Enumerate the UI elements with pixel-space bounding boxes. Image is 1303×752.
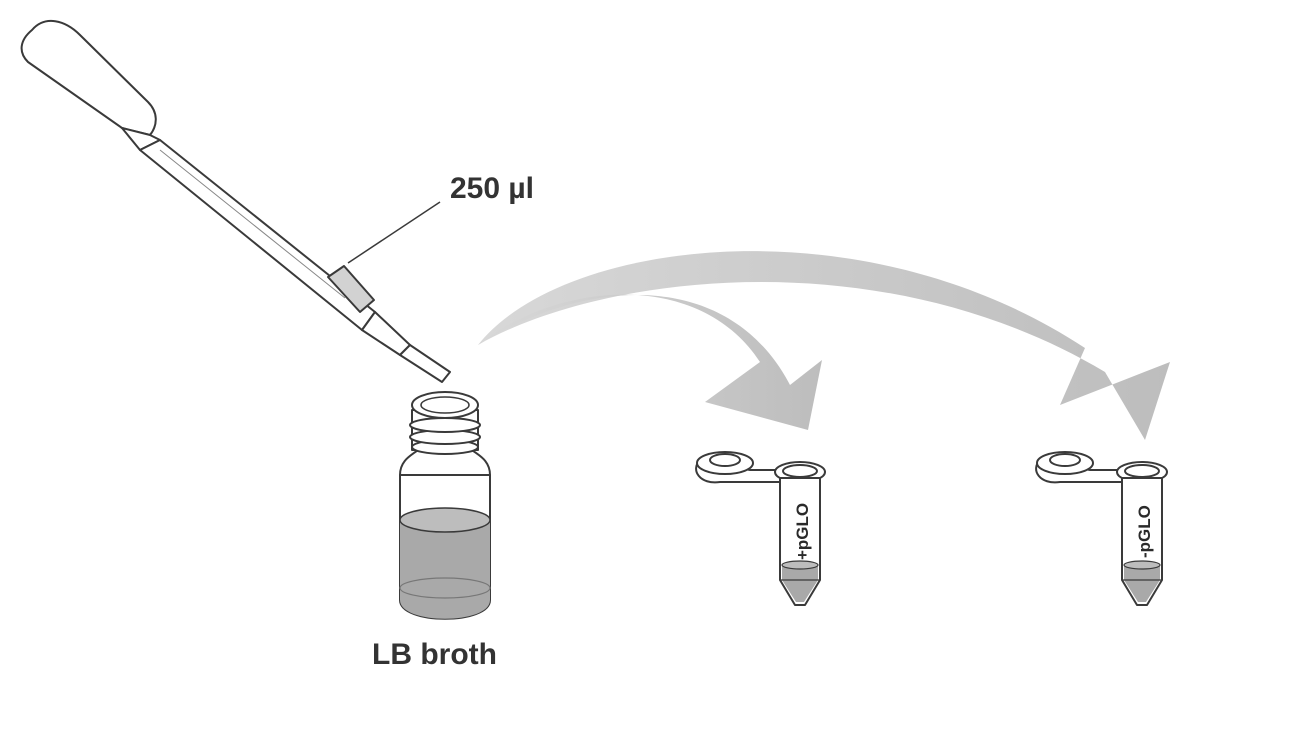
microtube-plus [695, 451, 826, 606]
microtube-minus [1035, 451, 1168, 606]
pipette-tip [399, 344, 451, 383]
pipette-liquid [327, 265, 375, 313]
arrow-to-plus-tube [478, 294, 822, 430]
broth-label: LB broth [372, 638, 497, 671]
minus-tube-label: -pGLO [1135, 505, 1154, 558]
plus-tube-liquid [782, 565, 818, 602]
vial-liquid [400, 520, 490, 619]
minus-tube-liquid [1124, 565, 1160, 602]
transfer-pipette [20, 20, 451, 383]
transfer-arrows [478, 251, 1170, 440]
pipette-bulb [20, 20, 157, 136]
pipette-stem [139, 139, 376, 331]
plus-tube-label: +pGLO [793, 503, 812, 560]
volume-label: 250 µl [450, 172, 534, 205]
arrow-to-minus-tube [478, 251, 1170, 440]
pipette-tip-stem [361, 311, 411, 356]
volume-leader-line [347, 201, 441, 264]
lb-broth-vial [399, 391, 491, 620]
